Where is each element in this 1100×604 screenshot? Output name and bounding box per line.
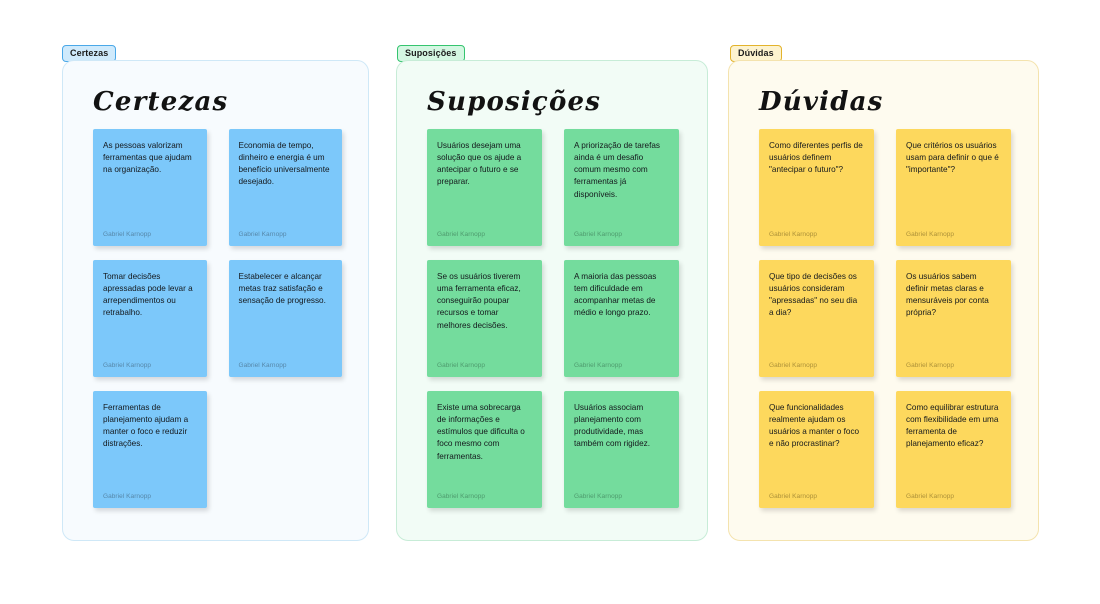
column-title-suposicoes: Suposições [427, 87, 602, 117]
sticky-note-text: A priorização de tarefas ainda é um desa… [574, 141, 661, 199]
sticky-note-text: Que tipo de decisões os usuários conside… [769, 272, 858, 318]
sticky-note-text: Ferramentas de planejamento ajudam a man… [103, 403, 189, 449]
sticky-note-text: Existe uma sobrecarga de informações e e… [437, 403, 525, 461]
column-panel-certezas: Certezas As pessoas valorizam ferramenta… [62, 60, 369, 541]
sticky-note-author: Gabriel Karnopp [103, 361, 152, 369]
sticky-note-text: Os usuários sabem definir metas claras e… [906, 272, 989, 318]
sticky-note-text: Se os usuários tiverem uma ferramenta ef… [437, 272, 521, 330]
sticky-note[interactable]: Economia de tempo, dinheiro e energia é … [228, 129, 342, 246]
notes-grid-suposicoes: Usuários desejam uma solução que os ajud… [427, 129, 681, 522]
sticky-note[interactable]: Como equilibrar estrutura com flexibilid… [896, 391, 1011, 508]
sticky-note-author: Gabriel Karnopp [769, 361, 818, 369]
sticky-note[interactable]: Se os usuários tiverem uma ferramenta ef… [427, 260, 542, 377]
sticky-note-text: Que funcionalidades realmente ajudam os … [769, 403, 860, 449]
sticky-note[interactable]: Que critérios os usuários usam para defi… [896, 129, 1011, 246]
sticky-note-text: Como diferentes perfis de usuários defin… [769, 141, 863, 175]
sticky-note-author: Gabriel Karnopp [769, 492, 818, 500]
sticky-note[interactable]: As pessoas valorizam ferramentas que aju… [93, 129, 207, 246]
sticky-note[interactable]: Usuários desejam uma solução que os ajud… [427, 129, 542, 246]
sticky-note[interactable]: Usuários associam planejamento com produ… [564, 391, 679, 508]
sticky-note[interactable]: Ferramentas de planejamento ajudam a man… [93, 391, 207, 508]
sticky-note-text: Usuários associam planejamento com produ… [574, 403, 650, 449]
sticky-note-author: Gabriel Karnopp [437, 492, 486, 500]
sticky-note-author: Gabriel Karnopp [574, 230, 623, 238]
sticky-note[interactable]: Como diferentes perfis de usuários defin… [759, 129, 874, 246]
sticky-note-text: Que critérios os usuários usam para defi… [906, 141, 999, 175]
sticky-note-text: As pessoas valorizam ferramentas que aju… [103, 141, 192, 175]
sticky-note-author: Gabriel Karnopp [238, 230, 287, 238]
notes-row: As pessoas valorizam ferramentas que aju… [93, 129, 342, 246]
column-title-certezas: Certezas [93, 87, 229, 117]
sticky-note-text: Tomar decisões apressadas pode levar a a… [103, 272, 193, 318]
sticky-note-author: Gabriel Karnopp [574, 492, 623, 500]
sticky-note[interactable]: Estabelecer e alcançar metas traz satisf… [228, 260, 342, 377]
sticky-note[interactable]: A priorização de tarefas ainda é um desa… [564, 129, 679, 246]
column-title-duvidas: Dúvidas [759, 87, 884, 117]
column-panel-duvidas: Dúvidas Como diferentes perfis de usuári… [728, 60, 1039, 541]
sticky-note-text: Economia de tempo, dinheiro e energia é … [238, 141, 330, 187]
sticky-note-author: Gabriel Karnopp [574, 361, 623, 369]
notes-grid-duvidas: Como diferentes perfis de usuários defin… [759, 129, 1012, 522]
sticky-note[interactable]: Que funcionalidades realmente ajudam os … [759, 391, 874, 508]
sticky-note-author: Gabriel Karnopp [437, 230, 486, 238]
sticky-note-text: Usuários desejam uma solução que os ajud… [437, 141, 522, 187]
notes-row: Como diferentes perfis de usuários defin… [759, 129, 1012, 246]
sticky-note[interactable]: Que tipo de decisões os usuários conside… [759, 260, 874, 377]
notes-row: Se os usuários tiverem uma ferramenta ef… [427, 260, 681, 377]
sticky-note-text: Como equilibrar estrutura com flexibilid… [906, 403, 999, 449]
sticky-note-text: A maioria das pessoas tem dificuldade em… [574, 272, 657, 318]
sticky-note-author: Gabriel Karnopp [769, 230, 818, 238]
sticky-note-author: Gabriel Karnopp [437, 361, 486, 369]
notes-row: Usuários desejam uma solução que os ajud… [427, 129, 681, 246]
notes-row: Que tipo de decisões os usuários conside… [759, 260, 1012, 377]
sticky-note[interactable]: Os usuários sabem definir metas claras e… [896, 260, 1011, 377]
sticky-note-author: Gabriel Karnopp [906, 230, 955, 238]
notes-row: Ferramentas de planejamento ajudam a man… [93, 391, 342, 508]
notes-row: Tomar decisões apressadas pode levar a a… [93, 260, 342, 377]
sticky-note-author: Gabriel Karnopp [103, 230, 152, 238]
sticky-note-author: Gabriel Karnopp [906, 492, 955, 500]
notes-grid-certezas: As pessoas valorizam ferramentas que aju… [93, 129, 342, 522]
sticky-note-author: Gabriel Karnopp [906, 361, 955, 369]
sticky-note[interactable]: A maioria das pessoas tem dificuldade em… [564, 260, 679, 377]
notes-row: Existe uma sobrecarga de informações e e… [427, 391, 681, 508]
notes-row: Que funcionalidades realmente ajudam os … [759, 391, 1012, 508]
sticky-note-text: Estabelecer e alcançar metas traz satisf… [238, 272, 326, 306]
sticky-note-author: Gabriel Karnopp [103, 492, 152, 500]
column-panel-suposicoes: Suposições Usuários desejam uma solução … [396, 60, 708, 541]
sticky-note[interactable]: Existe uma sobrecarga de informações e e… [427, 391, 542, 508]
sticky-note-author: Gabriel Karnopp [238, 361, 287, 369]
sticky-note[interactable]: Tomar decisões apressadas pode levar a a… [93, 260, 207, 377]
